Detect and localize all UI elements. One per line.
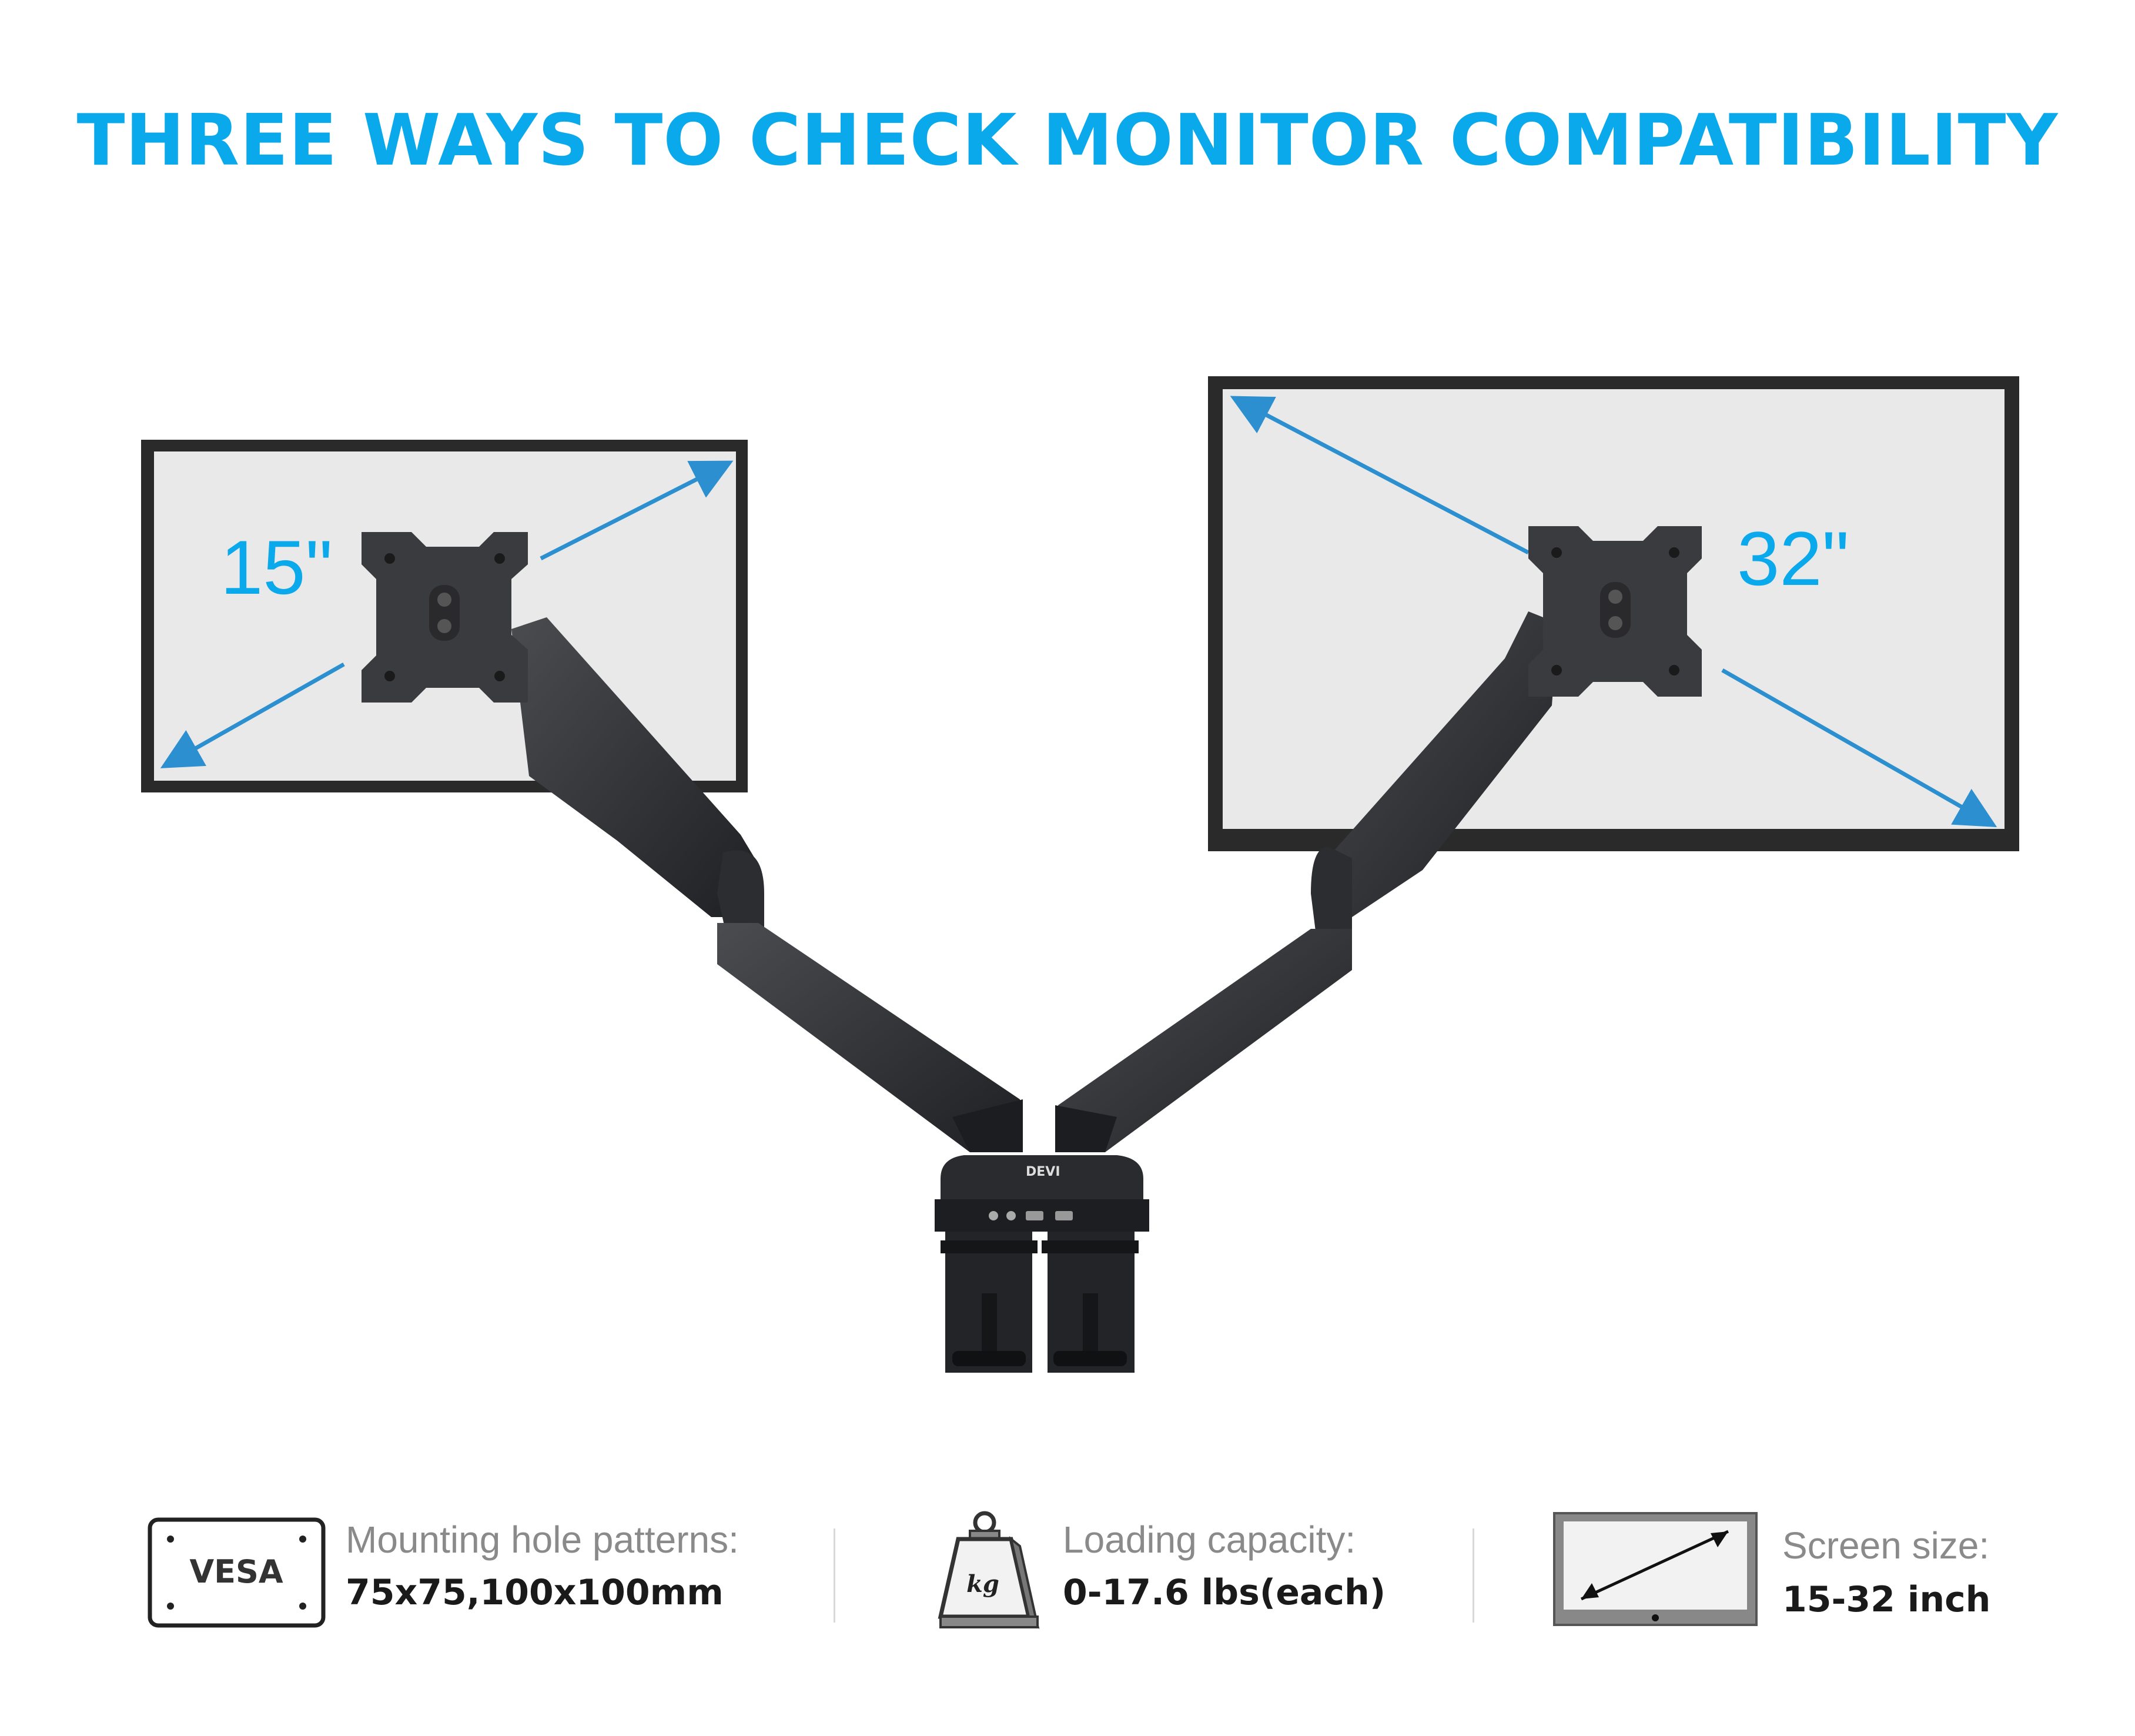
right-diagonal-arrow-lower xyxy=(1721,668,1997,827)
right-diagonal-arrow-upper xyxy=(1230,396,1530,555)
vesa-icon-text: VESA xyxy=(189,1553,283,1590)
right-size-label: 32" xyxy=(1737,516,1849,601)
spec-divider xyxy=(1473,1528,1474,1623)
left-vesa-plate xyxy=(362,532,528,703)
loading-capacity-value: 0-17.6 lbs(each) xyxy=(1063,1572,1386,1613)
mounting-hole-value: 75x75,100x100mm xyxy=(346,1572,724,1613)
screen-size-label: Screen size: xyxy=(1782,1524,1990,1567)
page-title: THREE WAYS TO CHECK MONITOR COMPATIBILIT… xyxy=(76,100,2059,182)
left-mount-arm xyxy=(511,617,1023,1152)
left-diagonal-arrow-upper xyxy=(540,460,734,561)
weight-icon: kg xyxy=(938,1511,1040,1630)
screen-size-icon xyxy=(1553,1512,1758,1626)
brand-mark: DEVI xyxy=(1026,1165,1060,1179)
right-mount-arm xyxy=(1055,611,1558,1152)
left-diagonal-arrow-lower xyxy=(160,662,345,768)
right-vesa-plate xyxy=(1528,526,1702,697)
screen-size-value: 15-32 inch xyxy=(1782,1579,1991,1620)
left-size-label: 15" xyxy=(220,524,333,610)
mounting-hole-label: Mounting hole patterns: xyxy=(346,1518,739,1561)
base-clamp: DEVI xyxy=(935,1155,1149,1373)
vesa-plate-icon: VESA xyxy=(148,1517,326,1628)
spec-divider xyxy=(834,1528,835,1623)
weight-icon-text: kg xyxy=(966,1570,999,1598)
loading-capacity-label: Loading capacity: xyxy=(1063,1518,1356,1561)
